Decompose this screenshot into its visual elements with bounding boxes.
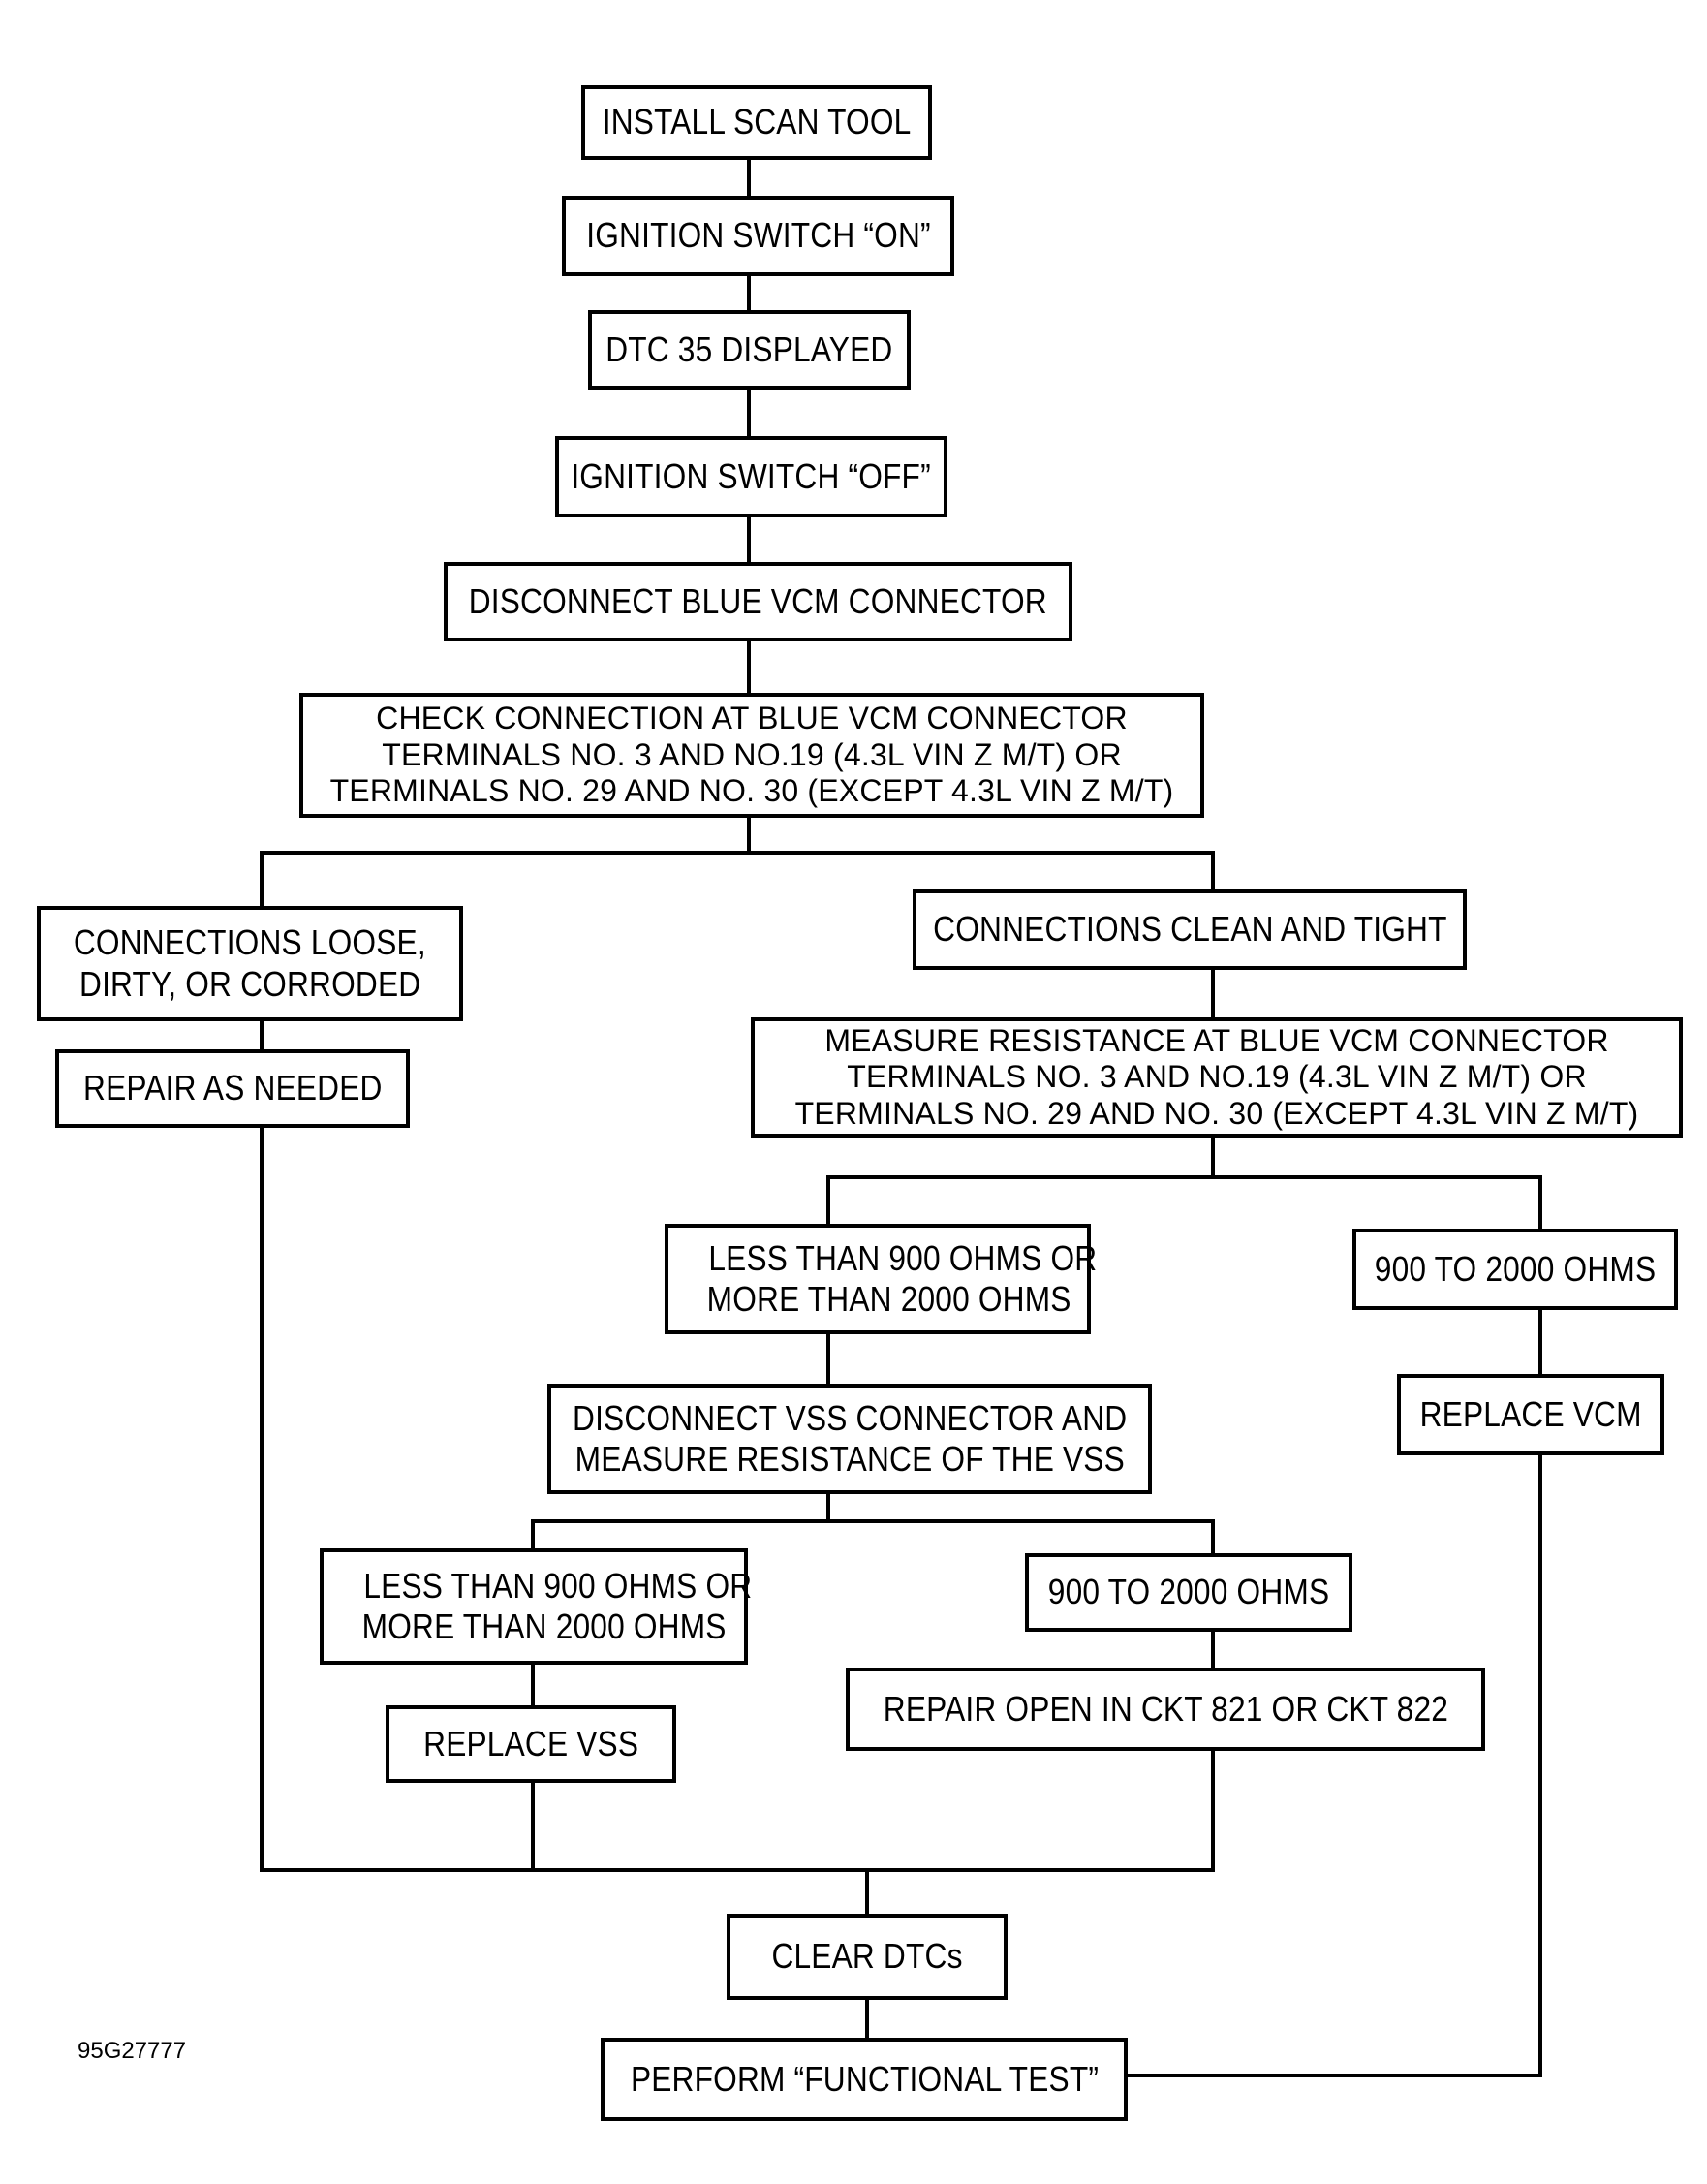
replace-vss-step: REPLACE VSS: [386, 1705, 676, 1783]
box-text-line: CHECK CONNECTION AT BLUE VCM CONNECTOR: [376, 701, 1128, 736]
box-text-line: LESS THAN 900 OHMS OR: [708, 1237, 1098, 1278]
figure-id: 95G27777: [78, 2038, 187, 2064]
ohms-900-2000-result-1: 900 TO 2000 OHMS: [1352, 1229, 1678, 1310]
ignition-switch-on-step: IGNITION SWITCH “ON”: [562, 196, 954, 276]
connections-clean-tight-result: CONNECTIONS CLEAN AND TIGHT: [913, 889, 1467, 970]
box-text-line: DISCONNECT VSS CONNECTOR AND: [572, 1397, 1128, 1438]
install-scan-tool-step: INSTALL SCAN TOOL: [581, 85, 932, 160]
box-text-line: 900 TO 2000 OHMS: [1374, 1248, 1657, 1289]
box-text-line: PERFORM “FUNCTIONAL TEST”: [630, 2058, 1099, 2099]
measure-resistance-step: MEASURE RESISTANCE AT BLUE VCM CONNECTOR…: [751, 1017, 1683, 1138]
box-text-line: LESS THAN 900 OHMS OR: [363, 1565, 753, 1606]
box-text-line: 900 TO 2000 OHMS: [1047, 1572, 1330, 1612]
box-text-line: REPAIR OPEN IN CKT 821 OR CKT 822: [883, 1688, 1448, 1729]
replace-vcm-step: REPLACE VCM: [1397, 1374, 1664, 1455]
ohms-900-2000-result-2: 900 TO 2000 OHMS: [1025, 1553, 1352, 1632]
disconnect-blue-vcm-step: DISCONNECT BLUE VCM CONNECTOR: [444, 562, 1072, 641]
box-text-line: MEASURE RESISTANCE AT BLUE VCM CONNECTOR: [824, 1022, 1609, 1058]
box-text-line: MORE THAN 2000 OHMS: [361, 1607, 727, 1646]
box-text-line: CONNECTIONS LOOSE,: [73, 922, 427, 963]
clear-dtcs-step: CLEAR DTCs: [727, 1914, 1008, 2000]
box-text-line: DIRTY, OR CORRODED: [78, 963, 421, 1004]
ignition-switch-off-step: IGNITION SWITCH “OFF”: [555, 436, 947, 517]
box-text-line: IGNITION SWITCH “OFF”: [571, 455, 932, 496]
box-text-line: REPLACE VCM: [1419, 1393, 1642, 1434]
box-text-line: MEASURE RESISTANCE OF THE VSS: [574, 1439, 1125, 1479]
perform-functional-test-step: PERFORM “FUNCTIONAL TEST”: [601, 2038, 1128, 2121]
box-text-line: INSTALL SCAN TOOL: [602, 102, 912, 142]
connections-loose-result: CONNECTIONS LOOSE,DIRTY, OR CORRODED: [37, 906, 463, 1021]
box-text-line: TERMINALS NO. 3 AND NO.19 (4.3L VIN Z M/…: [382, 736, 1122, 772]
box-text-line: TERMINALS NO. 29 AND NO. 30 (EXCEPT 4.3L…: [329, 773, 1174, 809]
box-text-line: IGNITION SWITCH “ON”: [585, 215, 931, 256]
box-text-line: REPAIR AS NEEDED: [82, 1068, 383, 1108]
box-text-line: CLEAR DTCs: [771, 1936, 963, 1977]
dtc-35-displayed-step: DTC 35 DISPLAYED: [588, 310, 911, 390]
repair-as-needed-step: REPAIR AS NEEDED: [55, 1049, 410, 1128]
box-text-line: REPLACE VSS: [422, 1723, 639, 1763]
box-text-line: TERMINALS NO. 3 AND NO.19 (4.3L VIN Z M/…: [847, 1059, 1587, 1095]
box-text-line: DISCONNECT BLUE VCM CONNECTOR: [468, 580, 1048, 621]
box-text-line: CONNECTIONS CLEAN AND TIGHT: [932, 909, 1447, 950]
box-text-line: TERMINALS NO. 29 AND NO. 30 (EXCEPT 4.3L…: [794, 1095, 1639, 1131]
box-text-line: MORE THAN 2000 OHMS: [706, 1279, 1071, 1319]
box-text-line: DTC 35 DISPLAYED: [605, 328, 893, 369]
repair-open-ckt-step: REPAIR OPEN IN CKT 821 OR CKT 822: [846, 1668, 1485, 1751]
